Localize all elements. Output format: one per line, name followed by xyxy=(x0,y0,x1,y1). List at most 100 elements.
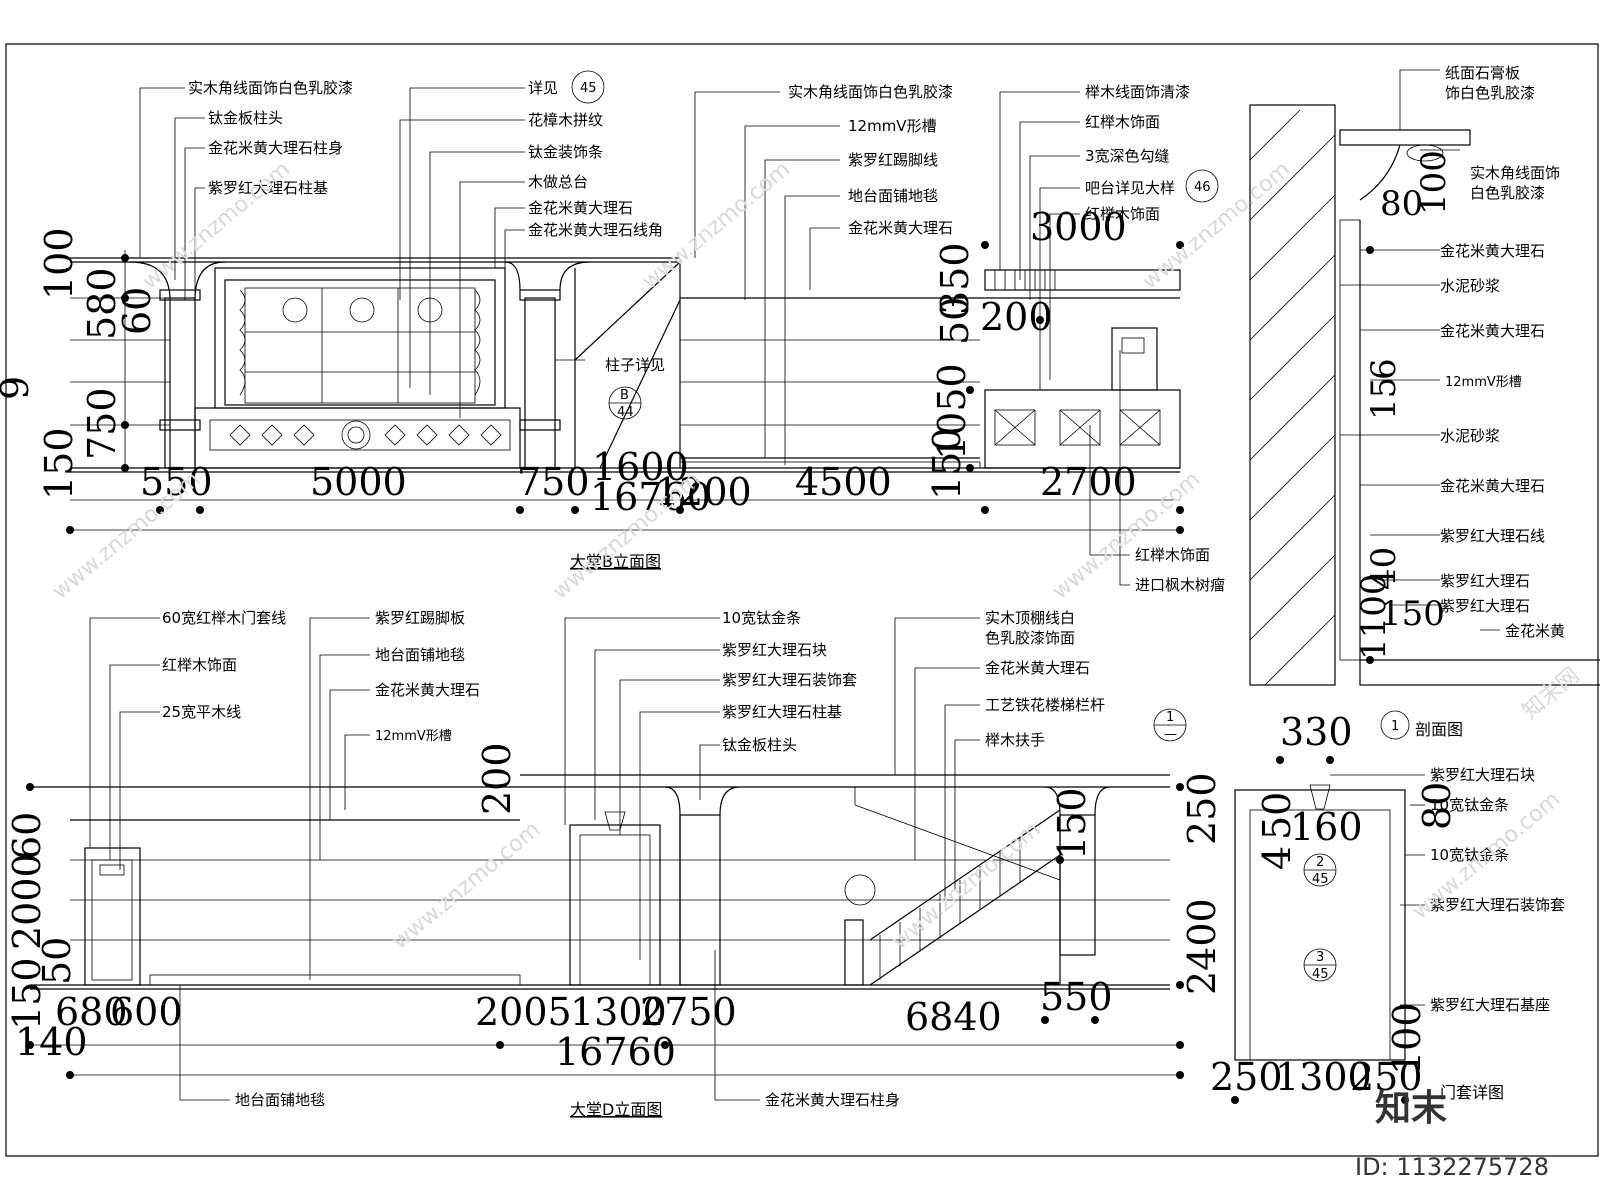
label-d-7: 10宽钛金条 xyxy=(722,609,801,627)
label-s-3: 白色乳胶漆 xyxy=(1470,184,1545,202)
label-s-11: 紫罗红大理石 xyxy=(1440,572,1530,590)
dim-b-0: 150 xyxy=(37,427,81,500)
svg-text:2: 2 xyxy=(1316,855,1324,870)
label-d-5: 金花米黄大理石 xyxy=(375,681,480,699)
label-d-6: 12mmV形槽 xyxy=(375,729,452,744)
label-d-17: 地台面铺地毯 xyxy=(235,1091,325,1109)
dim-s-6: 150 xyxy=(1380,594,1445,634)
label-d-4: 地台面铺地毯 xyxy=(375,646,465,664)
elevation-b xyxy=(70,250,1181,531)
dim-dd-2: 80 xyxy=(1415,782,1459,830)
label-d-15: 工艺铁花楼梯栏杆 xyxy=(985,696,1105,714)
dim-d-14: 2000 xyxy=(5,853,49,950)
label-b-18: 3宽深色勾缝 xyxy=(1085,147,1170,165)
dim-d-3: 2400 xyxy=(1180,898,1224,995)
leader-lines xyxy=(89,69,1500,1101)
dim-dd-5: 250 xyxy=(1210,1055,1283,1099)
dim-s-5: 40 xyxy=(1364,547,1404,590)
label-b-13: 紫罗红踢脚线 xyxy=(848,151,938,169)
label-b-3: 紫罗红大理石柱基 xyxy=(208,179,328,197)
elevation-d xyxy=(30,774,1180,1076)
label-s-12: 紫罗红大理石 xyxy=(1440,597,1530,615)
dim-dd-6: 1300 xyxy=(1275,1055,1372,1099)
svg-text:45: 45 xyxy=(1312,967,1329,982)
label-d-3: 紫罗红踢脚板 xyxy=(375,609,465,627)
dim-s-0: 80 xyxy=(1380,184,1423,224)
label-b-22: 进口枫木树瘤 xyxy=(1135,576,1225,594)
label-s-1: 饰白色乳胶漆 xyxy=(1445,84,1535,102)
dim-dd-4: 50 xyxy=(1255,792,1299,840)
dim-b-9: 1600 xyxy=(592,445,689,489)
dim-d-9: 2750 xyxy=(640,990,737,1034)
label-d-1: 红榉木饰面 xyxy=(162,656,237,674)
label-b-17: 红榉木饰面 xyxy=(1085,113,1160,131)
label-b-15: 金花米黄大理石 xyxy=(848,219,953,237)
label-s-6: 金花米黄大理石 xyxy=(1440,322,1545,340)
dim-d-8: 1300 xyxy=(570,990,667,1034)
label-b-2: 金花米黄大理石柱身 xyxy=(208,139,343,157)
detail-bubble-46: 46 xyxy=(1185,169,1219,203)
dim-dd-3: 4 xyxy=(1255,846,1299,870)
dim-b-5: 9 xyxy=(0,376,37,400)
svg-text:www.znzmo.com: www.znzmo.com xyxy=(388,817,545,955)
detail-bubble-b44: B 44 xyxy=(608,386,642,420)
label-b-9: 金花米黄大理石线角 xyxy=(528,221,663,239)
label-s-5: 水泥砂浆 xyxy=(1440,277,1500,295)
sheet-border xyxy=(5,43,1599,1157)
title-elevation-b: 大堂B立面图 xyxy=(570,552,661,571)
label-s-8: 水泥砂浆 xyxy=(1440,427,1500,445)
image-id: ID: 1132275728 xyxy=(1355,1153,1549,1181)
svg-text:B: B xyxy=(620,388,629,403)
dim-b-19: 150 xyxy=(925,427,969,500)
svg-text:44: 44 xyxy=(617,405,634,420)
dimension-dots xyxy=(26,241,1409,1104)
section-detail xyxy=(1249,104,1600,686)
label-b-16: 榉木线面饰清漆 xyxy=(1085,83,1190,101)
svg-text:www.znzmo.com: www.znzmo.com xyxy=(138,157,295,295)
brand-logo: 知末 xyxy=(1375,1088,1447,1129)
door-frame-detail xyxy=(1234,784,1406,1061)
label-d-8: 紫罗红大理石块 xyxy=(722,641,827,659)
label-b-21: 红榉木饰面 xyxy=(1135,546,1210,564)
label-s-7: 12mmV形槽 xyxy=(1445,375,1522,390)
label-dd-4: 紫罗红大理石基座 xyxy=(1430,996,1550,1014)
label-b-10: 柱子详见 xyxy=(605,356,665,374)
label-b-19: 吧台详见大样 xyxy=(1085,179,1175,197)
svg-text:45: 45 xyxy=(1312,872,1329,887)
svg-text:—: — xyxy=(1164,727,1177,742)
label-d-12: 实木顶棚线白 xyxy=(985,609,1075,627)
label-b-8: 金花米黄大理石 xyxy=(528,199,633,217)
detail-bubble-45: 45 xyxy=(571,70,605,104)
dim-d-12: 680 xyxy=(55,990,128,1034)
dim-dd-1: 160 xyxy=(1290,805,1363,849)
dim-d-2: 150 xyxy=(1050,787,1094,860)
dim-d-15: 60 xyxy=(5,812,49,860)
label-b-14: 地台面铺地毯 xyxy=(848,187,938,205)
dim-d-16: 50 xyxy=(35,937,79,985)
label-d-11: 钛金板柱头 xyxy=(722,736,797,754)
label-b-5: 花樟木拼纹 xyxy=(528,111,603,129)
dim-s-4: 1100 xyxy=(1354,573,1394,660)
label-d-18: 金花米黄大理石柱身 xyxy=(765,1091,900,1109)
dim-d-1: 250 xyxy=(1180,772,1224,845)
label-d-13: 色乳胶漆饰面 xyxy=(985,629,1075,647)
label-b-4: 详见 xyxy=(528,79,558,97)
title-elevation-d: 大堂D立面图 xyxy=(570,1100,662,1119)
label-b-6: 钛金装饰条 xyxy=(528,143,603,161)
svg-text:46: 46 xyxy=(1194,180,1211,195)
label-b-0: 实木角线面饰白色乳胶漆 xyxy=(188,79,353,97)
svg-text:3: 3 xyxy=(1316,950,1324,965)
dim-d-6: 16760 xyxy=(555,1030,676,1074)
dim-b-6: 550 xyxy=(140,460,213,504)
label-s-0: 纸面石膏板 xyxy=(1445,64,1520,82)
label-s-9: 金花米黄大理石 xyxy=(1440,477,1545,495)
label-d-14: 金花米黄大理石 xyxy=(985,659,1090,677)
title-section: 剖面图 xyxy=(1415,720,1463,739)
label-s-2: 实木角线面饰 xyxy=(1470,164,1560,182)
svg-text:知末网: 知末网 xyxy=(1518,663,1585,725)
dim-b-14: 3000 xyxy=(1030,205,1127,249)
label-dd-3: 紫罗红大理石装饰套 xyxy=(1430,896,1565,914)
dim-s-1: 100 xyxy=(1414,150,1454,215)
detail-bubble-3-45: 3 45 xyxy=(1303,948,1337,982)
